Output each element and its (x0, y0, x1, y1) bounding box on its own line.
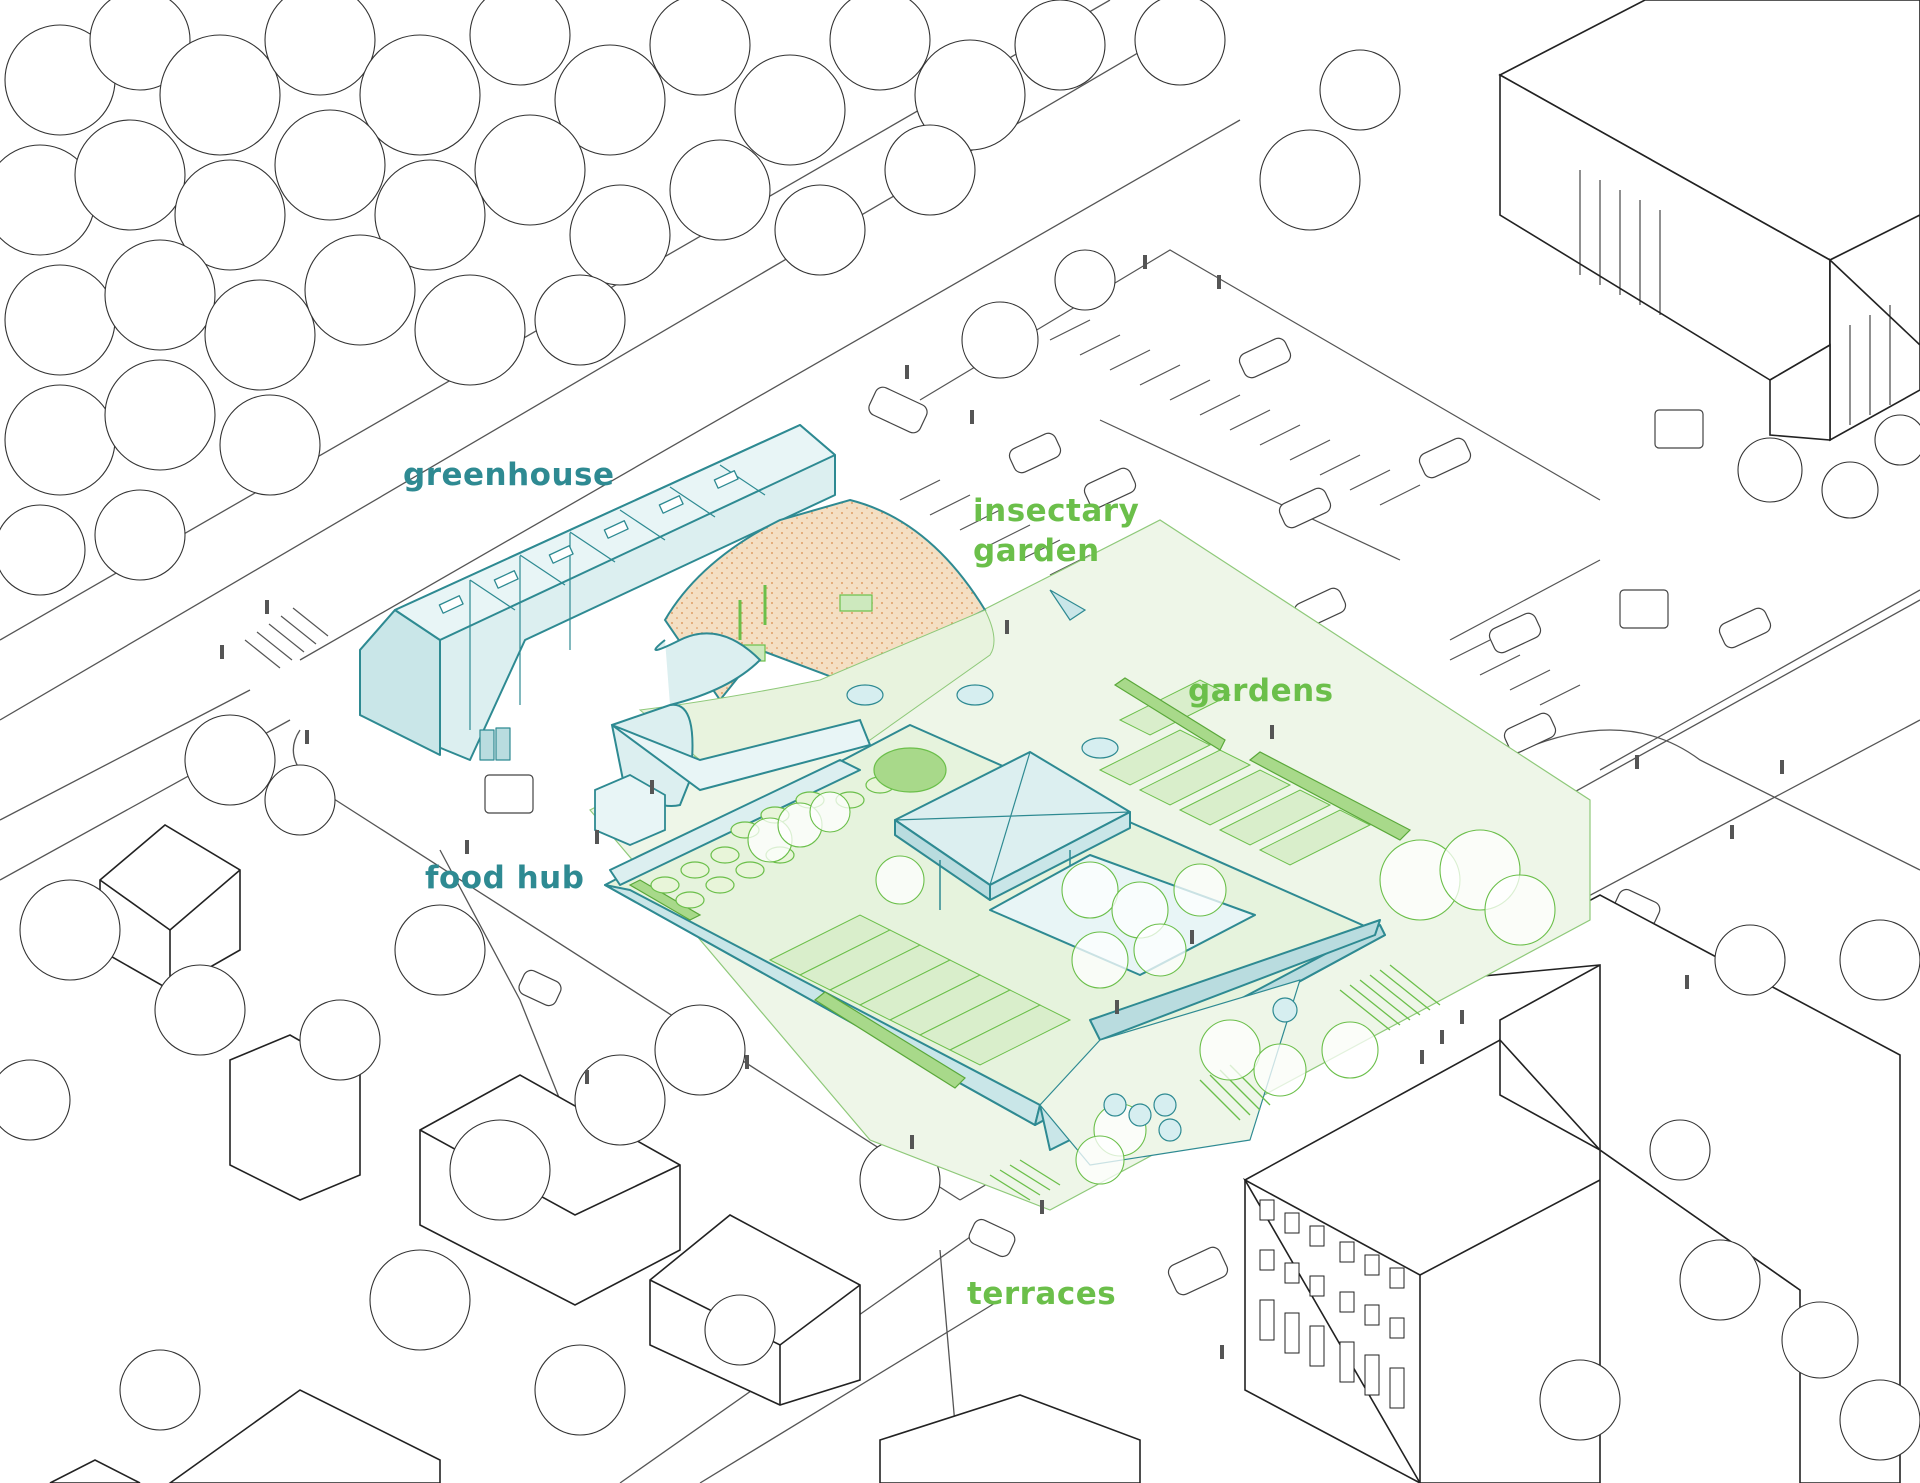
parked-cars (484, 337, 1772, 1296)
label-insectary-line1: insectary (973, 493, 1140, 529)
canopy-ribbon (610, 632, 872, 807)
label-terraces: terraces (967, 1276, 1117, 1312)
crosswalk (244, 607, 329, 669)
context-buildings (49, 0, 1920, 1483)
greenhouse-building (359, 424, 836, 761)
central-pavilion (894, 751, 1131, 910)
pedestrians (220, 255, 1784, 1359)
site-trees (747, 791, 1556, 1185)
label-insectary-garden: insectary garden (973, 491, 1139, 571)
label-insectary-line2: garden (973, 533, 1100, 569)
cisterns (1103, 997, 1298, 1142)
label-gardens: gardens (1188, 673, 1334, 709)
terrace-steps (989, 964, 1441, 1201)
label-food-hub: food hub (425, 860, 585, 896)
label-greenhouse: greenhouse (403, 457, 615, 493)
hedges (628, 677, 1412, 1089)
planting-rows (768, 679, 1372, 1066)
